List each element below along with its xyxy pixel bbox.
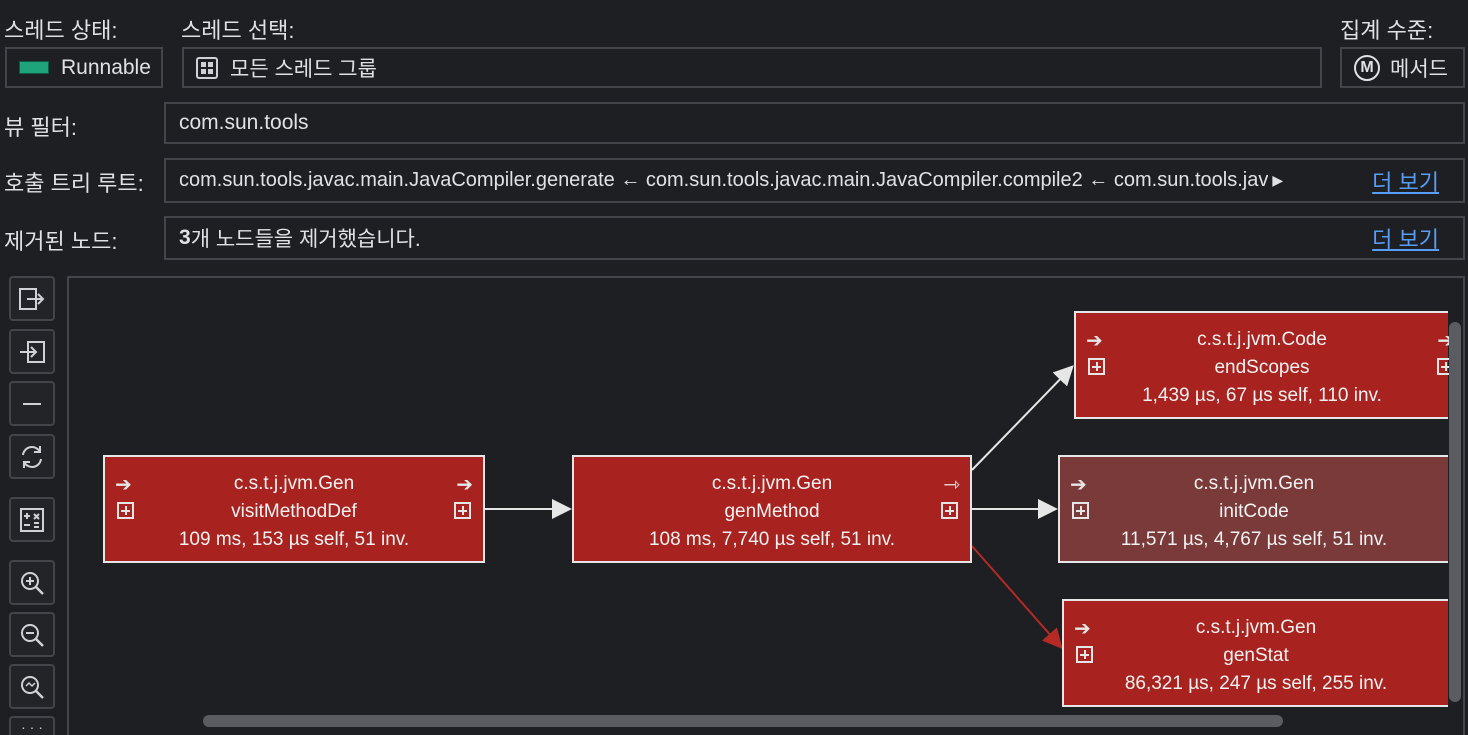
thread-state-dropdown[interactable]: Runnable [5, 47, 163, 88]
removed-nodes-text: 개 노드들을 제거했습니다. [190, 228, 421, 251]
more-dots-icon: · · · [21, 718, 43, 735]
aggregation-value: 메서드 [1390, 57, 1448, 81]
exit-icon [19, 287, 45, 310]
thread-state-value: Runnable [61, 55, 151, 79]
horizontal-scrollbar[interactable] [203, 715, 1283, 727]
collapse-icon [23, 402, 41, 405]
expand-callers-icon[interactable] [1076, 646, 1093, 663]
node-method: genStat [1223, 645, 1289, 666]
enter-icon [20, 340, 45, 363]
thread-state-label: 스레드 상태: [4, 18, 118, 43]
incoming-arrow-icon[interactable]: ➔ [1070, 474, 1087, 496]
incoming-arrow-icon[interactable]: ➔ [115, 474, 132, 496]
node-stats: 86,321 µs, 247 µs self, 255 inv. [1124, 673, 1388, 694]
runnable-swatch-icon [19, 61, 49, 74]
zoom-fit-icon [21, 675, 44, 699]
node-method: endScopes [1214, 357, 1310, 378]
vertical-scrollbar[interactable] [1449, 322, 1461, 702]
toolbar-refresh-button[interactable] [9, 434, 55, 479]
graph-node-visitMethodDef[interactable]: ➔ ➔ c.s.t.j.jvm.Gen visitMethodDef 109 m… [103, 455, 485, 563]
node-stats: 1,439 µs, 67 µs self, 110 inv. [1142, 385, 1382, 406]
node-stats: 109 ms, 153 µs self, 51 inv. [178, 529, 410, 550]
expand-callers-icon[interactable] [1088, 358, 1105, 375]
expand-callees-icon[interactable] [454, 502, 471, 519]
expand-callees-icon[interactable] [941, 502, 958, 519]
graph-node-genStat[interactable]: ➔ c.s.t.j.jvm.Gen genStat 86,321 µs, 247… [1062, 599, 1448, 707]
toolbar-exit-button[interactable] [9, 276, 55, 321]
call-tree-root-value: com.sun.tools.javac.main.JavaCompiler.ge… [179, 169, 1269, 191]
thread-group-icon [196, 56, 218, 79]
expand-callers-icon[interactable] [1072, 502, 1089, 519]
removed-nodes-label: 제거된 노드: [4, 229, 118, 254]
node-class: c.s.t.j.jvm.Gen [233, 473, 355, 494]
call-tree-root-label: 호출 트리 루트: [4, 171, 144, 196]
refresh-icon [22, 445, 42, 468]
incoming-arrow-icon[interactable]: ➔ [1086, 330, 1103, 352]
node-stats: 11,571 µs, 4,767 µs self, 51 inv. [1120, 529, 1388, 550]
toolbar-more-button[interactable]: · · · [9, 716, 55, 735]
node-method: initCode [1219, 501, 1289, 522]
aggregation-label: 집계 수준: [1340, 18, 1434, 43]
node-class: c.s.t.j.jvm.Gen [1193, 473, 1315, 494]
outgoing-arrow-icon[interactable]: ⇾ [943, 474, 960, 496]
view-filter-value: com.sun.tools [179, 111, 309, 134]
view-filter-input[interactable]: com.sun.tools [164, 102, 1465, 144]
removed-nodes-count: 3 [179, 226, 191, 249]
expand-callers-icon[interactable] [117, 502, 134, 519]
toolbar-enter-button[interactable] [9, 329, 55, 374]
toolbar-zoom-in-button[interactable] [9, 560, 55, 605]
expand-triangle-icon[interactable]: ▶ [1272, 172, 1284, 188]
thread-select-label: 스레드 선택: [181, 18, 295, 43]
graph-node-initCode[interactable]: ➔ c.s.t.j.jvm.Gen initCode 11,571 µs, 4,… [1058, 455, 1448, 563]
call-tree-root-field: com.sun.tools.javac.main.JavaCompiler.ge… [164, 158, 1465, 203]
node-class: c.s.t.j.jvm.Code [1197, 329, 1327, 350]
incoming-arrow-icon[interactable]: ➔ [1074, 618, 1091, 640]
aggregation-dropdown[interactable]: M 메서드 [1340, 47, 1465, 88]
toolbar-calculator-button[interactable] [9, 497, 55, 542]
calculator-icon [20, 507, 44, 532]
removed-nodes-field: 3 개 노드들을 제거했습니다. 더 보기 [164, 216, 1465, 260]
thread-select-value: 모든 스레드 그룹 [230, 57, 377, 81]
toolbar-zoom-fit-button[interactable] [9, 664, 55, 709]
graph-node-genMethod[interactable]: ⇾ c.s.t.j.jvm.Gen genMethod 108 ms, 7,74… [572, 455, 972, 563]
graph-node-endScopes[interactable]: ➔ ➔ c.s.t.j.jvm.Code endScopes 1,439 µs,… [1074, 311, 1454, 419]
toolbar-zoom-out-button[interactable] [9, 612, 55, 657]
node-class: c.s.t.j.jvm.Gen [1195, 617, 1317, 638]
node-method: visitMethodDef [231, 501, 357, 522]
node-class: c.s.t.j.jvm.Gen [711, 473, 833, 494]
zoom-out-icon [21, 623, 44, 647]
call-tree-more-link[interactable]: 더 보기 [1372, 169, 1439, 195]
thread-select-dropdown[interactable]: 모든 스레드 그룹 [182, 47, 1322, 88]
removed-nodes-more-link[interactable]: 더 보기 [1372, 227, 1439, 252]
method-icon: M [1354, 54, 1380, 81]
view-filter-label: 뷰 필터: [4, 115, 77, 140]
zoom-in-icon [21, 571, 44, 595]
toolbar-collapse-button[interactable] [9, 381, 55, 426]
node-stats: 108 ms, 7,740 µs self, 51 inv. [648, 529, 896, 550]
node-method: genMethod [724, 501, 820, 522]
outgoing-arrow-icon[interactable]: ➔ [456, 474, 473, 496]
